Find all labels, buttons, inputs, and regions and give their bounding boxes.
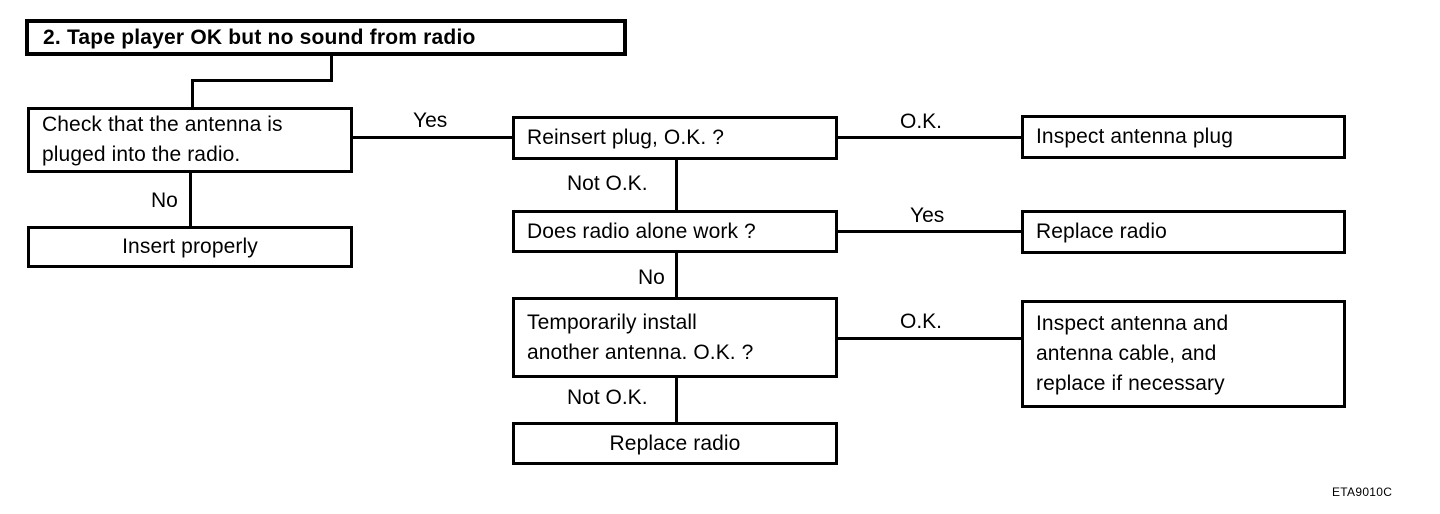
connector-check-no bbox=[189, 173, 192, 229]
node-insert-properly-label: Insert properly bbox=[122, 235, 258, 258]
node-check-antenna: Check that the antenna is pluged into th… bbox=[27, 107, 353, 173]
node-inspect-antenna-plug: Inspect antenna plug bbox=[1021, 115, 1346, 159]
node-inspect-antenna-cable: Inspect antenna and antenna cable, and r… bbox=[1021, 300, 1346, 408]
node-reinsert-plug: Reinsert plug, O.K. ? bbox=[512, 116, 838, 160]
node-temporary-antenna-label: Temporarily install another antenna. O.K… bbox=[527, 310, 754, 364]
edge-label-check-no: No bbox=[149, 189, 180, 213]
connector-title-left bbox=[191, 79, 333, 82]
node-replace-radio-right-label: Replace radio bbox=[1036, 220, 1167, 243]
node-inspect-antenna-plug-label: Inspect antenna plug bbox=[1036, 125, 1233, 148]
node-radio-alone-work-label: Does radio alone work ? bbox=[527, 219, 756, 243]
node-insert-properly: Insert properly bbox=[27, 226, 353, 268]
connector-temp-not-ok bbox=[675, 378, 678, 425]
connector-radio-yes bbox=[838, 230, 1024, 233]
node-radio-alone-work: Does radio alone work ? bbox=[512, 210, 838, 253]
edge-label-reinsert-not-ok: Not O.K. bbox=[565, 172, 650, 196]
edge-label-radio-no: No bbox=[636, 266, 667, 290]
connector-reinsert-not-ok bbox=[675, 160, 678, 213]
connector-title-down bbox=[330, 55, 333, 82]
node-replace-radio-right: Replace radio bbox=[1021, 210, 1346, 254]
node-reinsert-plug-label: Reinsert plug, O.K. ? bbox=[527, 126, 725, 149]
node-replace-radio-bottom: Replace radio bbox=[512, 422, 838, 465]
figure-reference-code: ETA9010C bbox=[1332, 485, 1393, 499]
edge-label-temp-not-ok: Not O.K. bbox=[565, 386, 650, 410]
connector-title-into-check bbox=[191, 79, 194, 109]
edge-label-temp-ok: O.K. bbox=[898, 310, 945, 334]
page-title: 2. Tape player OK but no sound from radi… bbox=[43, 25, 476, 49]
edge-label-check-yes: Yes bbox=[411, 109, 450, 133]
node-temporary-antenna: Temporarily install another antenna. O.K… bbox=[512, 297, 838, 378]
node-inspect-antenna-cable-label: Inspect antenna and antenna cable, and r… bbox=[1036, 312, 1229, 395]
edge-label-reinsert-ok: O.K. bbox=[898, 110, 945, 134]
node-replace-radio-bottom-label: Replace radio bbox=[609, 431, 741, 455]
connector-reinsert-ok bbox=[838, 136, 1024, 139]
edge-label-radio-yes: Yes bbox=[908, 204, 947, 228]
connector-radio-no bbox=[675, 253, 678, 300]
flowchart-title-box: 2. Tape player OK but no sound from radi… bbox=[25, 19, 627, 56]
connector-check-yes bbox=[353, 136, 515, 139]
connector-temp-ok bbox=[838, 337, 1024, 340]
node-check-antenna-label: Check that the antenna is pluged into th… bbox=[42, 113, 283, 166]
